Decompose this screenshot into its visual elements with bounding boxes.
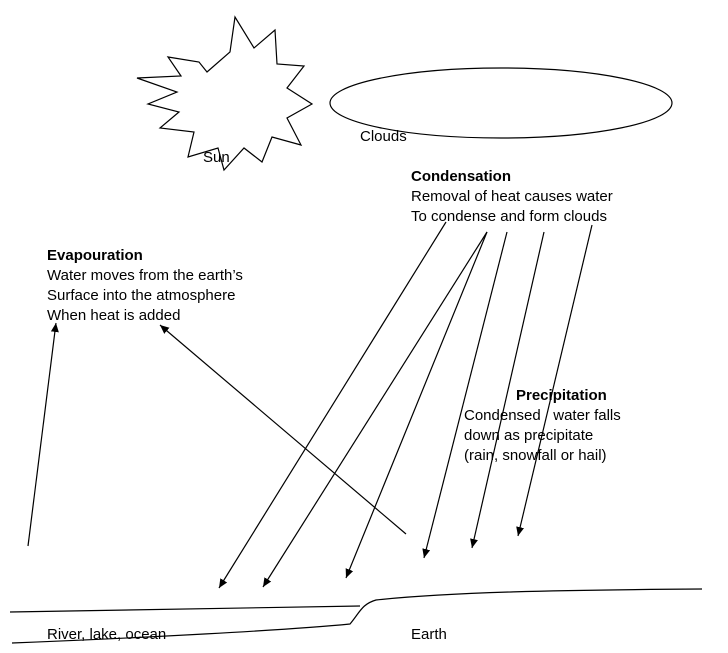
precipitation-arrow-5 <box>470 231 545 549</box>
river-lake-ocean-label: River, lake, ocean <box>47 626 167 643</box>
water-surface-line <box>9 605 361 613</box>
cloud-shape <box>329 67 673 139</box>
evaporation-block: Evapouration Water moves from the earth’… <box>47 246 243 326</box>
evaporation-line-2: Surface into the atmosphere <box>47 287 236 304</box>
precipitation-line-1: Condensed water falls <box>464 407 621 424</box>
precipitation-arrow-3 <box>345 231 488 579</box>
precipitation-arrow-1 <box>218 221 447 589</box>
evaporation-arrow-right <box>159 324 407 535</box>
precipitation-line-3: (rain, snowfall or hail) <box>464 447 607 464</box>
sun-shape <box>136 15 314 172</box>
sun-label: Sun <box>203 149 230 166</box>
precipitation-line-2: down as precipitate <box>464 427 594 444</box>
earth-label: Earth <box>411 626 447 643</box>
condensation-line-1: Removal of heat causes water <box>411 188 613 205</box>
evaporation-title: Evapouration <box>47 247 143 264</box>
evaporation-arrow-left <box>27 322 59 547</box>
condensation-line-2: To condense and form clouds <box>411 208 607 225</box>
precipitation-body: Condensed water falls down as precipitat… <box>464 406 621 466</box>
ground-line <box>11 588 703 644</box>
precipitation-arrow-2 <box>262 231 488 588</box>
precipitation-arrow-4 <box>422 231 508 559</box>
precipitation-arrow-6 <box>516 224 593 537</box>
evaporation-line-1: Water moves from the earth’s <box>47 267 243 284</box>
condensation-block: Condensation Removal of heat causes wate… <box>411 167 613 227</box>
evaporation-line-3: When heat is added <box>47 307 181 324</box>
precipitation-title: Precipitation <box>516 387 607 404</box>
condensation-title: Condensation <box>411 168 511 185</box>
clouds-label: Clouds <box>360 128 407 145</box>
